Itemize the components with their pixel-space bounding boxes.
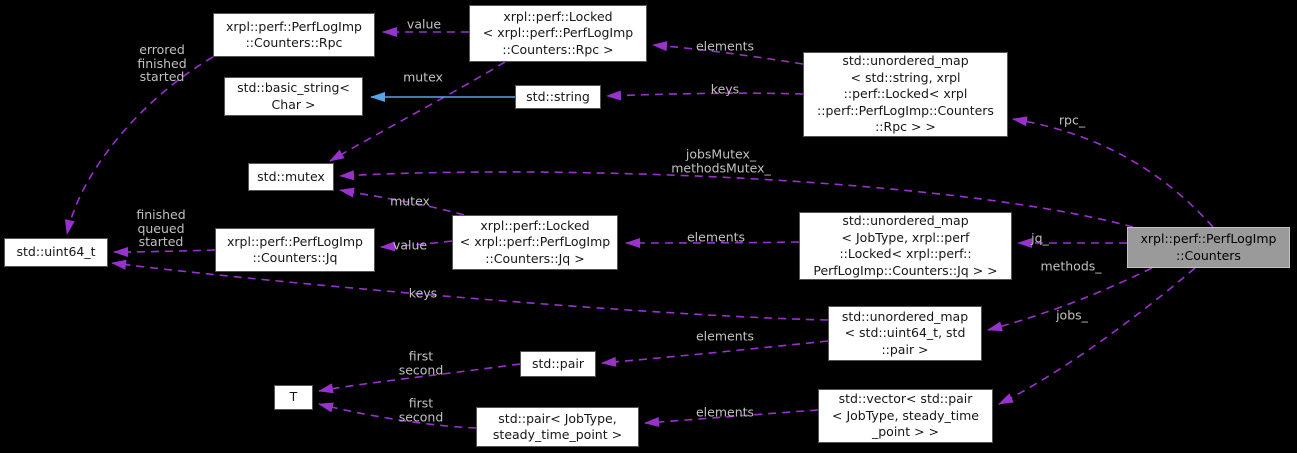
edge-counters-mutexes [339, 170, 1134, 228]
node-counters-jq[interactable]: xrpl::perf::PerfLogImp ::Counters::Jq [215, 228, 375, 272]
node-locked-jq[interactable]: xrpl::perf::Locked < xrpl::perf::PerfLog… [452, 215, 618, 270]
edge-label-jq-counter-fields: finished queued started [136, 206, 186, 249]
edge-pair-t [318, 363, 521, 394]
edge-job-pair-t [318, 402, 477, 429]
node-std-string[interactable]: std::string [515, 85, 601, 109]
node-unordered-map-rpc[interactable]: std::unordered_map < std::string, xrpl :… [803, 52, 1008, 137]
edge-counters-methods [987, 267, 1153, 332]
edge-jq-uint64 [113, 246, 216, 257]
node-std-basic-string[interactable]: std::basic_string< Char > [224, 77, 363, 116]
node-std-mutex[interactable]: std::mutex [248, 163, 334, 191]
edge-label-mutex-fields: jobsMutex_ methodsMutex_ [671, 146, 771, 175]
node-t-param[interactable]: T [274, 385, 313, 410]
edge-label-mutex-rpc: mutex [403, 69, 443, 85]
edge-umap-jq-elements [625, 237, 800, 248]
edge-label-methods-field: methods_ [1040, 258, 1102, 274]
edge-label-value-jq: value [392, 237, 428, 253]
node-perflogimp-counters: xrpl::perf::PerfLogImp ::Counters [1127, 227, 1290, 268]
edge-locked-jq-mutex [339, 187, 465, 216]
edge-umap-pair-keys [111, 259, 829, 321]
edge-label-jq-field: jq_ [1031, 230, 1049, 246]
edge-label-job-pair-fields: first second [398, 395, 444, 424]
edge-label-mutex-jq: mutex [390, 193, 430, 209]
edge-label-elements-rpc: elements [695, 38, 755, 54]
edge-umap-pair-elements [601, 340, 829, 367]
edge-counters-jobs [998, 267, 1196, 405]
edge-label-elements-pair: elements [695, 328, 755, 344]
edge-counters-rpc [1012, 116, 1214, 228]
edge-locked-rpc-mutex [329, 61, 506, 162]
edge-umap-rpc-keys [606, 90, 804, 101]
node-locked-rpc[interactable]: xrpl::perf::Locked < xrpl::perf::PerfLog… [469, 5, 647, 62]
edge-rpc-uint64 [64, 56, 214, 235]
edge-label-elements-vector: elements [695, 404, 755, 420]
node-unordered-map-jq[interactable]: std::unordered_map < JobType, xrpl::perf… [799, 212, 1012, 280]
edge-label-keys-pair: keys [408, 285, 438, 301]
edge-label-pair-fields: first second [398, 348, 444, 377]
edge-locked-jq-value [380, 240, 453, 252]
node-counters-rpc[interactable]: xrpl::perf::PerfLogImp ::Counters::Rpc [213, 13, 375, 57]
edge-label-elements-jq: elements [686, 229, 746, 245]
node-unordered-map-pair[interactable]: std::unordered_map < std::uint64_t, std … [828, 306, 982, 361]
edge-label-value-rpc: value [406, 16, 442, 32]
node-std-uint64-t[interactable]: std::uint64_t [4, 238, 108, 267]
node-std-pair[interactable]: std::pair [520, 351, 596, 377]
edge-vector-elements [644, 409, 819, 428]
edge-label-rpc-counter-fields: errored finished started [137, 41, 187, 84]
edge-umap-rpc-elements [652, 41, 804, 65]
node-vector-pair[interactable]: std::vector< std::pair < JobType, steady… [818, 389, 993, 443]
edge-label-jobs-field: jobs_ [1056, 307, 1088, 323]
edge-label-keys-rpc: keys [710, 81, 740, 97]
node-pair-jobtype[interactable]: std::pair< JobType, steady_time_point > [476, 407, 639, 447]
edge-label-rpc-field: rpc_ [1058, 112, 1086, 128]
